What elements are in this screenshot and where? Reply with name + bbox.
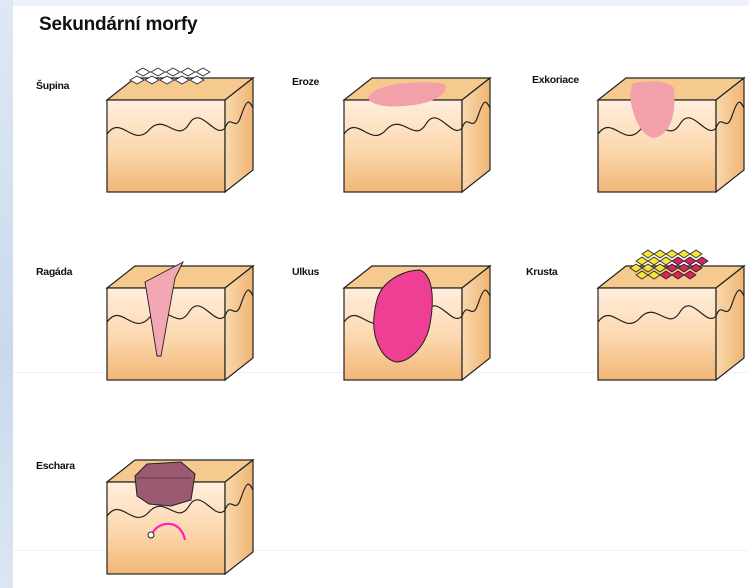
skin-block-scale xyxy=(107,68,253,192)
skin-block-excoriation xyxy=(598,78,744,192)
skin-block-crust xyxy=(598,250,744,380)
skin-block-rhagade xyxy=(107,262,253,380)
skin-block-ulcer xyxy=(344,266,490,380)
skin-block-eschar xyxy=(107,460,253,574)
skin-block-erosion xyxy=(344,78,490,192)
